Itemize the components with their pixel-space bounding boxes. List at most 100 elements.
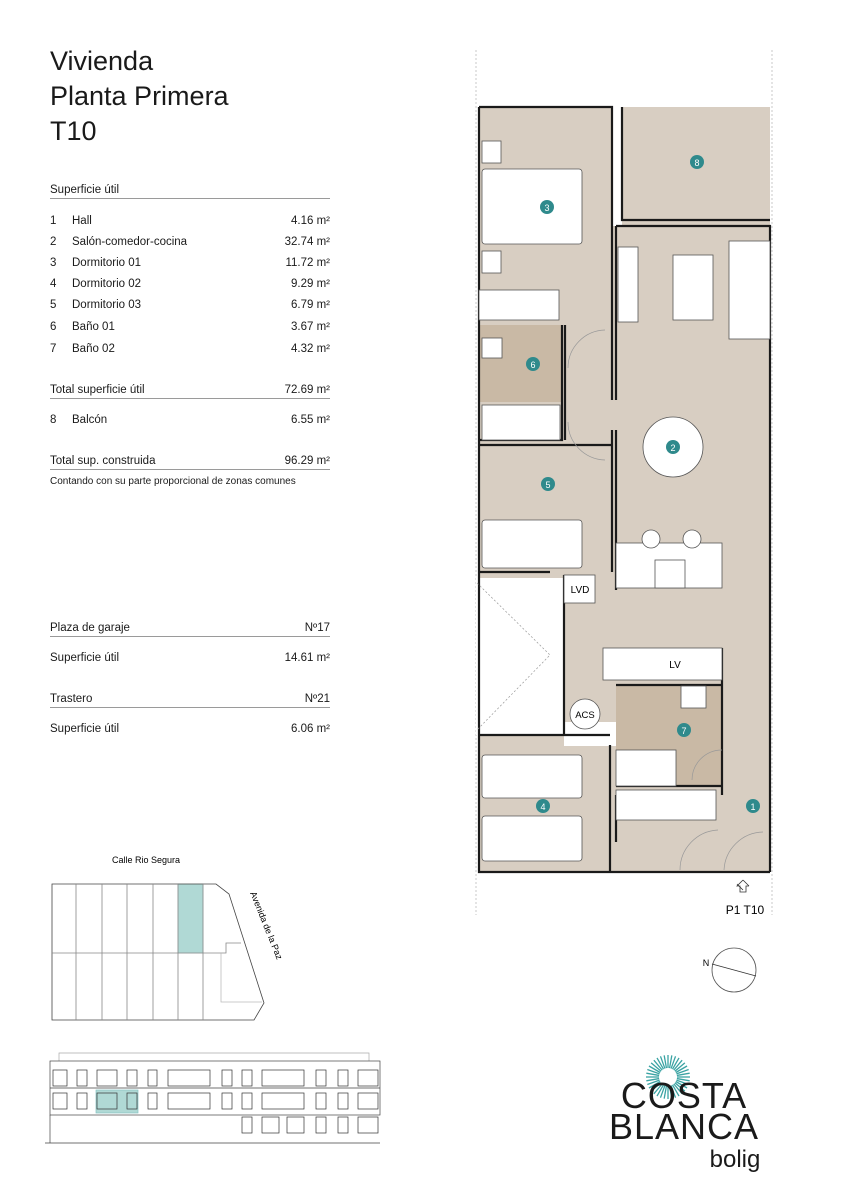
single-bed [481,519,583,569]
storage-unit [615,789,717,821]
total-label: Total superficie útil [50,384,145,396]
sun-ray [646,1077,660,1082]
sun-ray [648,1080,661,1089]
lvd-label: LVD [571,585,590,596]
room-area: 6.79 m² [291,299,330,311]
wardrobe [478,289,560,321]
sun-ray [653,1059,663,1071]
sun-ray [675,1065,688,1074]
logo-line: COSTA [621,1075,747,1116]
room-area: 11.72 m² [285,257,330,269]
storage-label: Trastero [50,693,93,705]
total-util-row: Total superficie útil 72.69 m² [50,382,330,399]
room-name: Hall [72,215,92,227]
table-row: 1 Hall 4.16 m² [50,213,330,229]
sun-ray [656,1084,665,1097]
street-side-label: Avenida de la Paz [248,890,285,961]
sun-ray [653,1083,663,1095]
cooktop [654,559,686,589]
svg-text:6: 6 [530,360,535,370]
room-marker-1: 1 [746,799,760,813]
sun-ray [647,1079,660,1086]
sink [481,337,503,359]
sun-ray [675,1080,688,1089]
sun-ray [663,1085,668,1099]
building-elevation [45,1052,381,1144]
garage-label: Plaza de garaje [50,622,130,634]
bath-01-floor [479,325,562,402]
north-label: N [703,958,710,968]
surface-header: Superficie útil [50,182,330,199]
title-line: T10 [50,116,97,146]
room-area: 4.32 m² [291,343,330,355]
sun-ray [668,1055,673,1069]
laundry-counter [602,647,723,681]
room-name: Baño 01 [72,321,115,333]
room-marker-2: 2 [666,440,680,454]
sun-ray [676,1077,690,1082]
svg-text:3: 3 [544,203,549,213]
site-plan [51,883,265,1021]
shower [481,404,561,441]
furniture [478,140,771,862]
sun-ray [668,1085,673,1099]
plot-boundary [475,50,773,915]
sun-ray [647,1068,660,1075]
room-area: 6.55 m² [291,414,330,426]
room-num: 7 [50,343,57,355]
storage-area-row: Superficie útil 6.06 m² [50,721,330,737]
costa-blanca-logo: COSTA BLANCA bolig [609,1055,760,1173]
entrance-arrow-icon [736,879,750,893]
walls [477,105,772,874]
doors [476,329,764,871]
svg-text:2: 2 [670,443,675,453]
logo-line: BLANCA [609,1106,759,1147]
note: Contando con su parte proporcional de zo… [50,474,330,490]
street-top-label: Calle Rio Segura [112,855,180,865]
unit-highlight [177,883,204,954]
area-label: Superficie útil [50,723,120,735]
single-bed [481,754,583,799]
page-title: Vivienda Planta Primera T10 [50,44,229,149]
table-row: 8 Balcón 6.55 m² [50,412,330,428]
total-value: 72.69 m² [284,384,330,396]
stool [641,529,661,549]
area-label: Superficie útil [50,652,120,664]
stool [682,529,702,549]
svg-text:8: 8 [694,158,699,168]
area-value: 6.06 m² [291,723,330,735]
lvd-box [563,574,596,604]
room-num: 8 [50,414,57,426]
room-num: 1 [50,215,57,227]
room-marker-7: 7 [677,723,691,737]
single-bed [481,815,583,862]
svg-text:7: 7 [681,726,686,736]
room-marker-6: 6 [526,357,540,371]
svg-text:1: 1 [750,802,755,812]
room-name: Balcón [72,414,108,426]
sun-ray [676,1072,690,1077]
svg-text:4: 4 [540,802,545,812]
sun-ray [670,1085,677,1098]
sun-ray [674,1082,686,1092]
room-name: Dormitorio 03 [72,299,142,311]
room-area: 4.16 m² [291,215,330,227]
sun-ray [671,1084,680,1097]
garage-number: Nº17 [304,622,330,634]
room-area: 9.29 m² [291,278,330,290]
room-name: Dormitorio 02 [72,278,142,290]
room-name: Dormitorio 01 [72,257,142,269]
shower-2 [615,749,677,787]
sun-ray [673,1059,683,1071]
sun-ray [676,1079,689,1086]
sun-ray [663,1055,668,1069]
double-bed [481,168,583,245]
room-num: 5 [50,299,57,311]
